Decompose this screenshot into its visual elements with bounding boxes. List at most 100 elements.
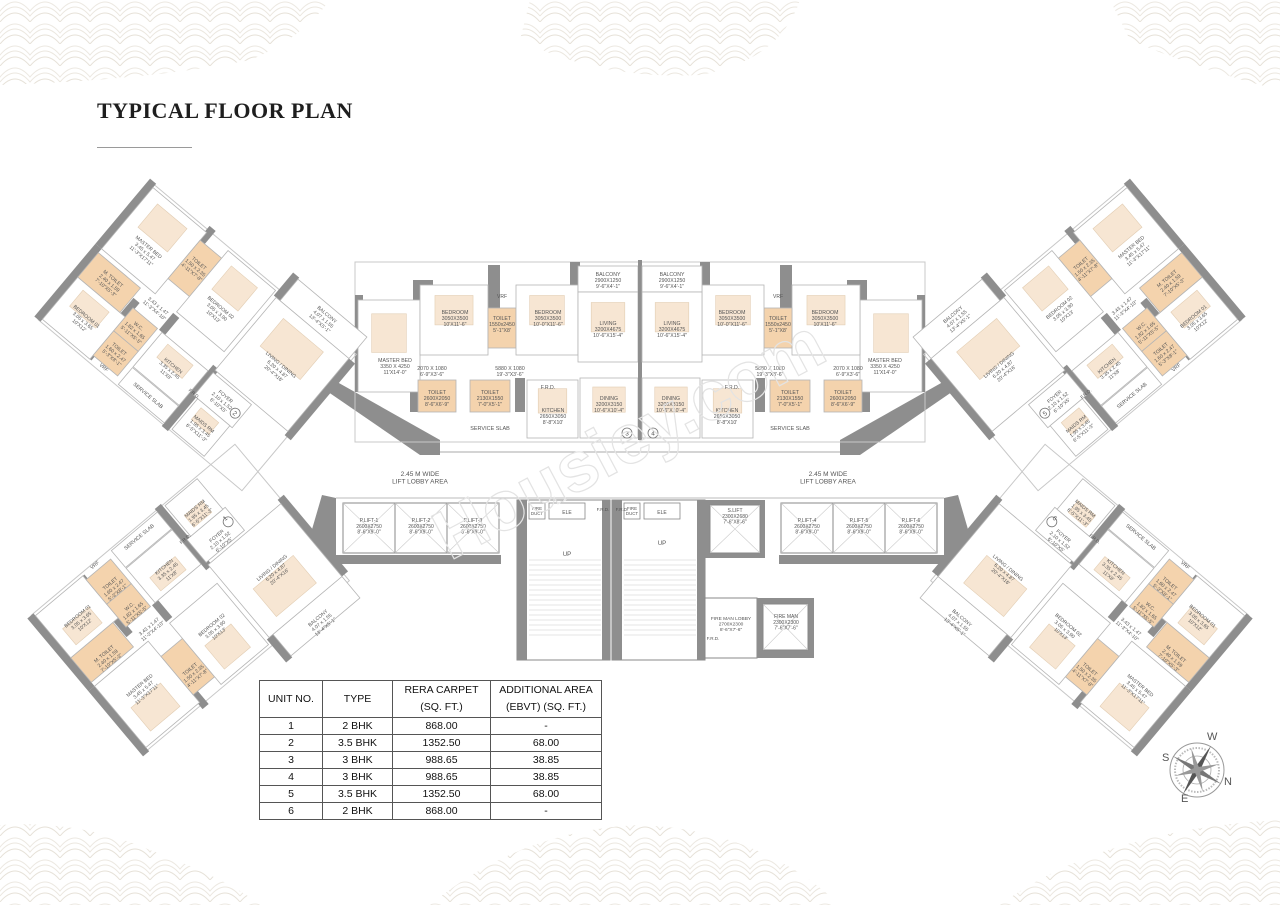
wall: [570, 262, 580, 292]
unit-number-badge: [222, 516, 234, 528]
lift-label-line: 8'-6"X9'-0": [899, 530, 922, 536]
room-label-line: 2900X1250: [659, 278, 686, 284]
page-title: TYPICAL FLOOR PLAN: [97, 98, 353, 123]
lift-label-line: 2600X2750: [794, 524, 820, 530]
room-label-line: 10'-0"X11'-6": [717, 322, 747, 328]
stair-up-label: UP: [563, 552, 571, 558]
electrical-room: [548, 502, 586, 520]
furniture: [1092, 203, 1143, 253]
stair-up-label: UP: [658, 541, 666, 547]
frd-label-line: F.R.D.: [616, 507, 629, 512]
wall: [980, 272, 1007, 301]
room-label-line: W.C.: [1144, 601, 1156, 613]
room-toilet: [823, 379, 863, 413]
fire-duct-label-line: FIRE: [532, 506, 542, 511]
room-label-line: 10'X11'-6": [813, 322, 836, 328]
room-label-line: 10'-6"X10'-4": [656, 408, 686, 414]
fireman-lobby-label-line: FIRE MAN LOBBY: [711, 616, 752, 622]
wall: [1060, 364, 1119, 432]
room-toilet: [92, 330, 139, 377]
frd-label: F.R.D.: [541, 385, 555, 391]
unit-number-badge: [1039, 407, 1051, 419]
furniture: [1099, 682, 1150, 732]
fire-duct-label-line: DUCT: [626, 511, 639, 516]
room-label-line: TOILET: [769, 316, 788, 322]
header-type: TYPE: [322, 680, 393, 718]
vrf-label-line: VRF: [98, 362, 110, 373]
room-label-line: 7'-0"X5'-1": [778, 402, 802, 408]
wall: [284, 358, 356, 441]
wall: [266, 634, 293, 663]
cell-type: 3 BHK: [322, 751, 393, 769]
header-rera-carpet: RERA CARPET (SQ. FT.): [392, 680, 491, 718]
room-toilet: [469, 379, 511, 413]
header-additional-line1: ADDITIONAL AREA: [499, 684, 593, 696]
lobby-label-line: 2.45 M WIDE: [401, 471, 440, 478]
room-label-line: MASTER BED: [378, 358, 412, 364]
lift-label-line: 8'-6"X9'-0": [847, 530, 870, 536]
room-label: TOILET1.60 x 2.475'-3"X8'-1": [99, 574, 129, 603]
lift-label-line: 2300X2300: [773, 620, 799, 626]
header-rera-line1: RERA CARPET: [404, 684, 479, 696]
room-label-line: BALCONY: [596, 272, 621, 278]
room-label-line: 3350 X 4250: [870, 364, 900, 370]
cell-additional-area: -: [490, 717, 602, 735]
wall: [488, 265, 500, 310]
unit-number: 3: [625, 431, 629, 438]
lift-label-line: P.LIFT-4: [798, 518, 817, 524]
room-label-line: 2130X1550: [477, 396, 504, 402]
passage-label-line: 19'-3"X3'-6": [756, 372, 783, 378]
compass-needle-icon: [1172, 745, 1222, 795]
room-label-line: 3350 X 4250: [380, 364, 410, 370]
room-label-line: TOILET: [781, 390, 800, 396]
service-slab: [117, 366, 180, 424]
vrf-label-line: VRF: [497, 294, 507, 300]
cell-additional-area: 68.00: [490, 734, 602, 752]
room-label-line: LIVING: [599, 321, 616, 327]
header-rera-line2: (SQ. FT.): [420, 701, 463, 713]
unit-number: 4: [651, 431, 655, 438]
furniture: [204, 623, 251, 670]
room-label: KITCHEN3.35 x 2.4511'X8': [154, 356, 184, 385]
furniture: [130, 682, 181, 732]
room-label-line: 10'X11'-6": [443, 322, 466, 328]
fire-duct-label-line: DUCT: [531, 511, 544, 516]
room-label-line: DINING: [600, 396, 618, 402]
lobby-label-line: LIFT LOBBY AREA: [800, 478, 856, 485]
furniture: [590, 302, 626, 333]
room-label-line: 5'-1"X8': [493, 328, 511, 334]
wall: [1100, 312, 1121, 335]
wall: [27, 613, 95, 692]
furniture: [963, 554, 1028, 618]
room-label-line: 2130X1550: [777, 396, 804, 402]
lift-label-line: P.LIFT-3: [464, 518, 483, 524]
furniture: [1177, 606, 1218, 646]
vrf-label: VRF: [98, 362, 110, 373]
service-slab-label-line: SERVICE SLAB: [470, 426, 510, 432]
furniture: [806, 295, 846, 326]
unit-6: MASTER BED3.45 x 5.4711'-3"X17'11"TOILET…: [919, 443, 1253, 757]
room-label-line: 5'-1"X8': [769, 328, 787, 334]
passage-label-line: 6'-9"X3'-6": [420, 372, 444, 378]
lobby-label-line: LIFT LOBBY AREA: [392, 478, 448, 485]
cell-rera-carpet: 1352.50: [392, 734, 491, 752]
passage-label: 3.43 x 1.4711'-3"X4'-10": [1114, 616, 1144, 643]
cell-rera-carpet: 988.65: [392, 768, 491, 786]
wall: [700, 262, 710, 292]
